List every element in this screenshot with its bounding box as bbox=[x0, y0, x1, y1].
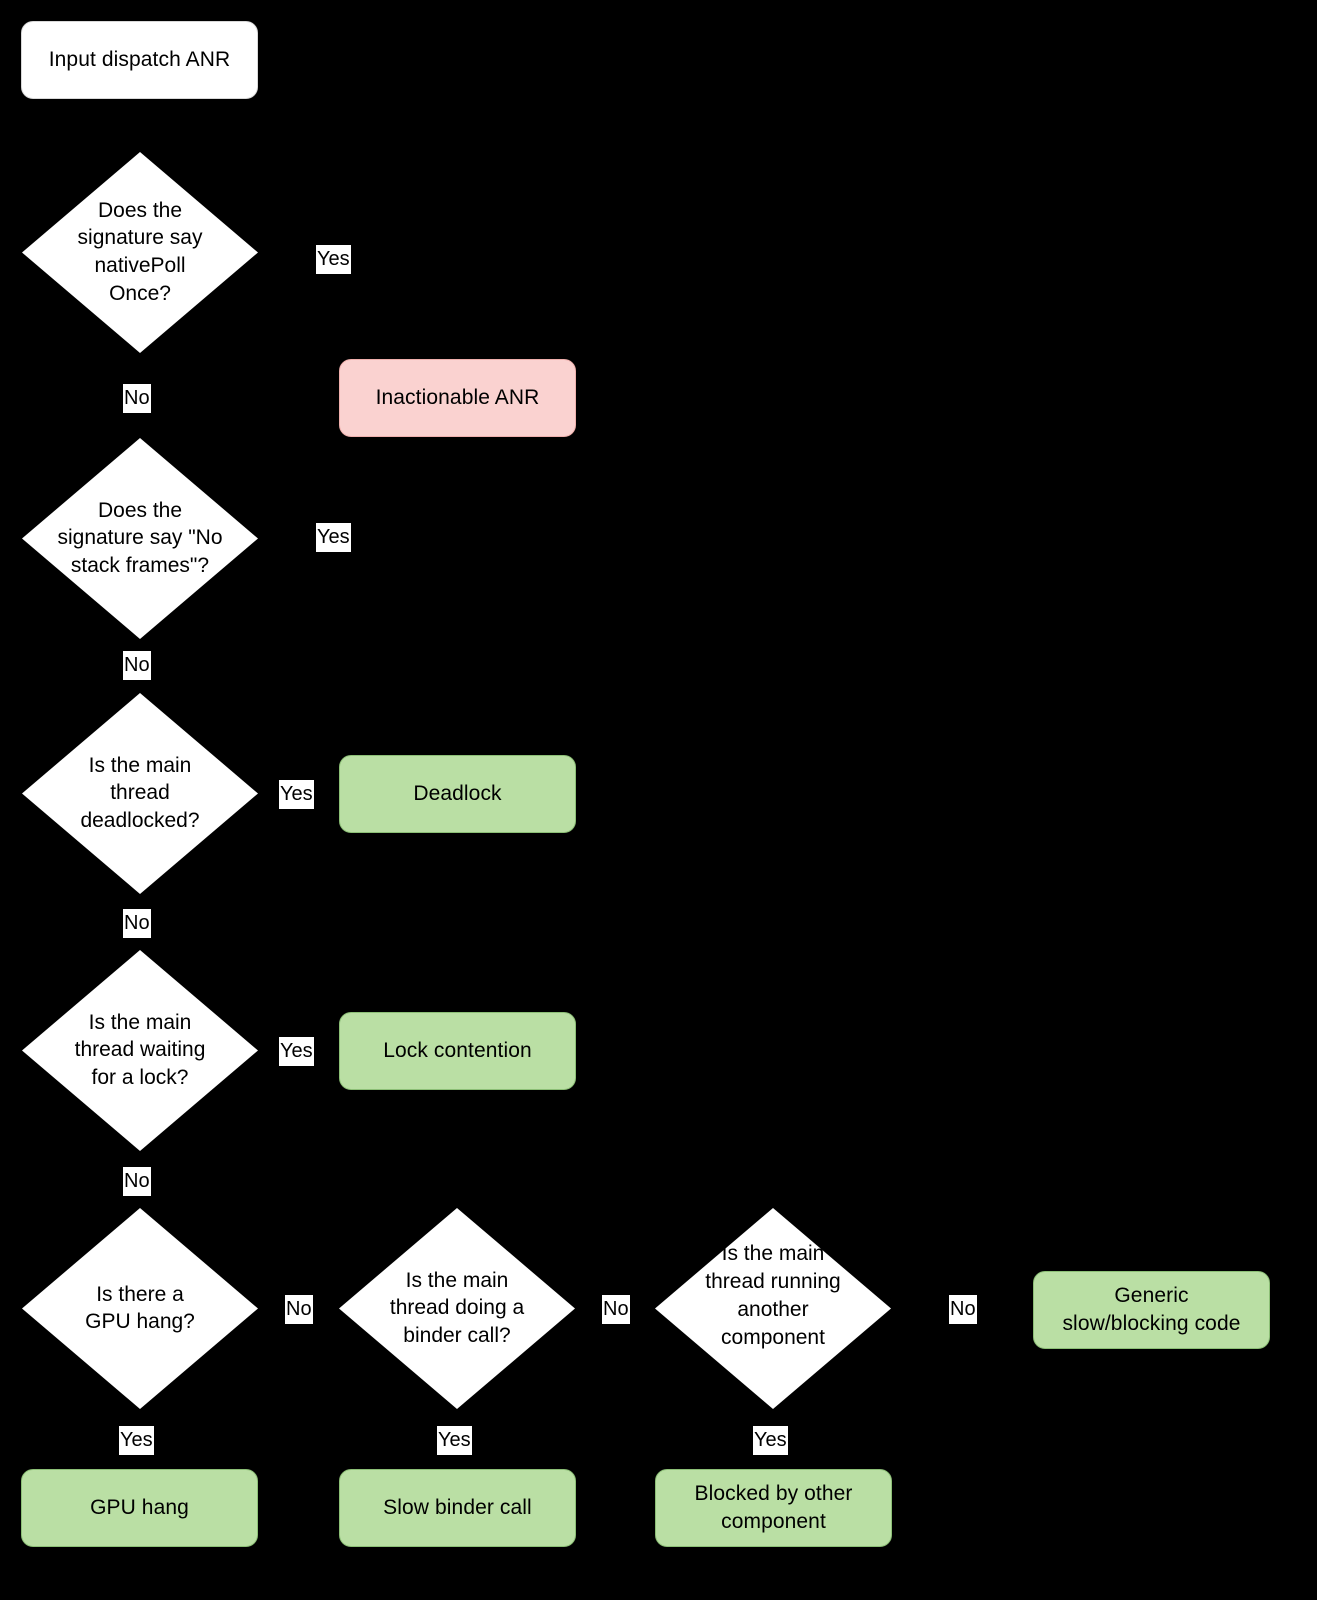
node-blocked-by-other-component[interactable]: Blocked by other component bbox=[655, 1469, 892, 1547]
node-decision-nativepollonce[interactable]: Does the signature say nativePoll Once? bbox=[22, 152, 258, 353]
edge-label-d4-yes: Yes bbox=[279, 1037, 314, 1066]
edge-label-d4-no: No bbox=[123, 1167, 151, 1196]
connector-start-to-d1 bbox=[138, 98, 141, 154]
edge-label-text: Yes bbox=[280, 1040, 313, 1062]
node-generic-slow-blocking-code-label: Generic slow/blocking code bbox=[1062, 1284, 1241, 1335]
edge-label-text: No bbox=[124, 1170, 150, 1192]
node-decision-gpu-hang[interactable]: Is there a GPU hang? bbox=[22, 1208, 258, 1409]
edge-label-d1-no: No bbox=[123, 384, 151, 413]
edge-label-d6-no: No bbox=[602, 1295, 630, 1324]
node-generic-slow-blocking-code[interactable]: Generic slow/blocking code bbox=[1033, 1271, 1270, 1349]
connector-d2-to-yes bbox=[258, 537, 458, 540]
node-gpu-hang[interactable]: GPU hang bbox=[21, 1469, 258, 1547]
node-decision-binder-call[interactable]: Is the main thread doing a binder call? bbox=[339, 1208, 575, 1409]
edge-label-text: Yes bbox=[120, 1429, 153, 1451]
edge-label-d7-yes: Yes bbox=[753, 1426, 788, 1455]
node-decision-no-stack-frames[interactable]: Does the signature say "No stack frames"… bbox=[22, 438, 258, 639]
diamond-shape bbox=[22, 152, 258, 353]
edge-label-d3-yes: Yes bbox=[279, 780, 314, 809]
diamond-shape bbox=[22, 438, 258, 639]
edge-label-text: No bbox=[286, 1298, 312, 1320]
edge-label-d6-yes: Yes bbox=[437, 1426, 472, 1455]
diamond-shape bbox=[22, 950, 258, 1151]
edge-label-text: Yes bbox=[280, 783, 313, 805]
edge-label-d2-no: No bbox=[123, 651, 151, 680]
node-deadlock-label: Deadlock bbox=[413, 782, 502, 806]
edge-label-text: No bbox=[950, 1298, 976, 1320]
edge-label-d3-no: No bbox=[123, 909, 151, 938]
node-slow-binder-call[interactable]: Slow binder call bbox=[339, 1469, 576, 1547]
diamond-shape bbox=[339, 1208, 575, 1409]
edge-label-d5-yes: Yes bbox=[119, 1426, 154, 1455]
node-start-label: Input dispatch ANR bbox=[48, 48, 231, 72]
edge-label-d2-yes: Yes bbox=[316, 523, 351, 552]
edge-label-text: Yes bbox=[317, 526, 350, 548]
edge-label-d1-yes: Yes bbox=[316, 245, 351, 274]
edge-label-text: No bbox=[124, 654, 150, 676]
node-inactionable-anr[interactable]: Inactionable ANR bbox=[339, 359, 576, 437]
node-decision-main-thread-deadlocked[interactable]: Is the main thread deadlocked? bbox=[22, 693, 258, 894]
edge-label-text: No bbox=[124, 912, 150, 934]
node-lock-contention[interactable]: Lock contention bbox=[339, 1012, 576, 1090]
connector-d1-to-yes bbox=[258, 251, 458, 254]
edge-label-text: Yes bbox=[754, 1429, 787, 1451]
edge-label-d7-no: No bbox=[949, 1295, 977, 1324]
edge-label-text: No bbox=[603, 1298, 629, 1320]
edge-label-d5-no: No bbox=[285, 1295, 313, 1324]
diamond-shape bbox=[22, 1208, 258, 1409]
node-slow-binder-call-label: Slow binder call bbox=[383, 1496, 532, 1520]
node-decision-running-another-component[interactable]: Is the main thread running another compo… bbox=[655, 1208, 891, 1409]
edge-label-text: Yes bbox=[438, 1429, 471, 1451]
node-gpu-hang-label: GPU hang bbox=[90, 1496, 189, 1520]
node-lock-contention-label: Lock contention bbox=[383, 1039, 532, 1063]
node-decision-waiting-for-lock[interactable]: Is the main thread waiting for a lock? bbox=[22, 950, 258, 1151]
diamond-shape bbox=[655, 1208, 891, 1409]
node-deadlock[interactable]: Deadlock bbox=[339, 755, 576, 833]
node-blocked-by-other-component-label: Blocked by other component bbox=[694, 1482, 853, 1533]
edge-label-text: No bbox=[124, 387, 150, 409]
node-start[interactable]: Input dispatch ANR bbox=[21, 21, 258, 99]
node-inactionable-anr-label: Inactionable ANR bbox=[375, 386, 540, 410]
connector-yes-to-pink bbox=[456, 251, 459, 358]
diamond-shape bbox=[22, 693, 258, 894]
edge-label-text: Yes bbox=[317, 248, 350, 270]
